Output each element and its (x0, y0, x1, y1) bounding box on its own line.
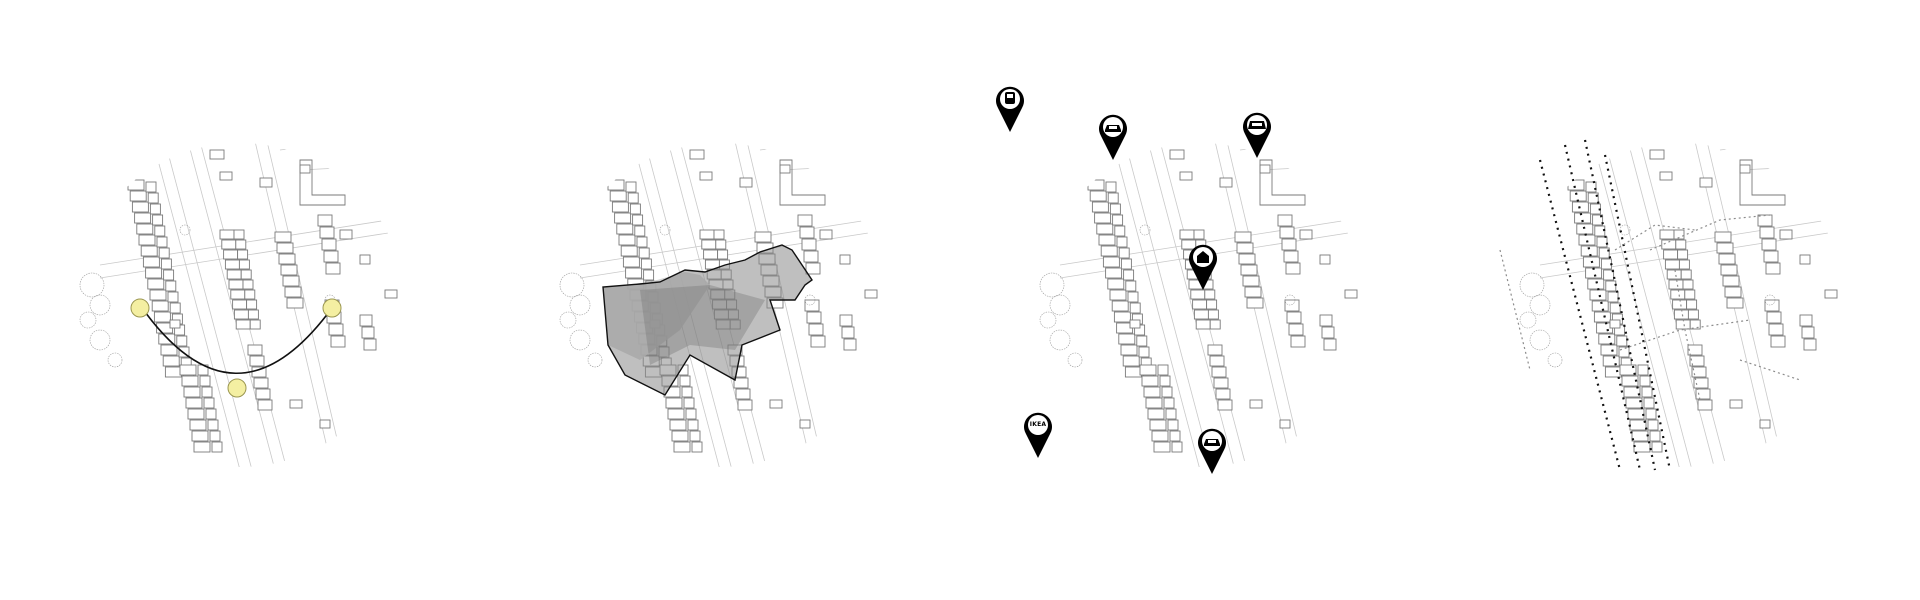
shadow-area (602, 244, 813, 396)
home-icon (1197, 251, 1209, 263)
sun-path-panel (0, 0, 480, 600)
shadow-study-panel (480, 0, 960, 600)
pedestrian-paths (1499, 139, 1801, 471)
sunset-marker (322, 298, 342, 318)
bus-pin (1240, 110, 1274, 160)
trees (1039, 224, 1296, 368)
pin-label: IKEA (1029, 421, 1047, 428)
points-of-interest-panel: IKEA (960, 0, 1440, 600)
street-lines (1059, 143, 1365, 467)
building-footprints (1567, 149, 1838, 453)
car-pin (1195, 426, 1229, 476)
trees (1519, 224, 1776, 368)
home-pin (1186, 242, 1220, 292)
pedestrian-flow-panel (1440, 0, 1920, 600)
trees (79, 224, 336, 368)
noon-sun-marker (227, 378, 247, 398)
train-icon (1005, 92, 1015, 104)
site-plan (1039, 143, 1365, 467)
car-pin (1096, 112, 1130, 162)
car-icon (1105, 125, 1121, 132)
site-plan (79, 143, 405, 467)
sun-path-arc (139, 304, 333, 374)
sunrise-marker (130, 298, 150, 318)
train-pin (993, 84, 1027, 134)
store-pin: IKEA (1021, 410, 1055, 460)
street-lines (1539, 143, 1845, 467)
trees (559, 224, 816, 368)
building-footprints (1087, 149, 1358, 453)
bus-icon (1248, 121, 1266, 129)
site-plan (1519, 143, 1845, 467)
street-lines (99, 143, 405, 467)
building-footprints (127, 149, 398, 453)
car-icon (1204, 439, 1220, 446)
